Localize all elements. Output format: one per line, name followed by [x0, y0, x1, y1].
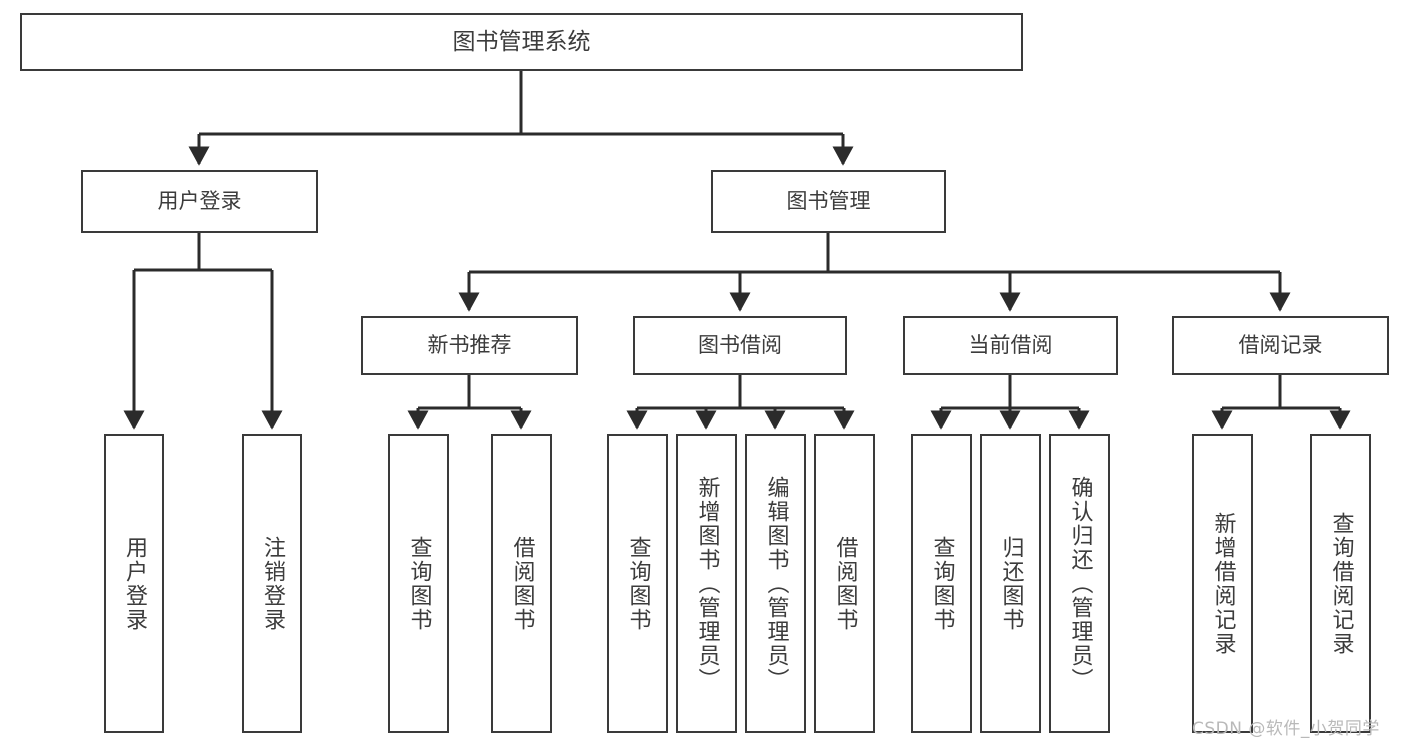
node-label: 新书推荐 [427, 333, 512, 358]
node-borrow-record[interactable]: 借阅记录 [1172, 316, 1389, 375]
node-label: 图书管理 [786, 189, 871, 214]
node-label: 用户登录 [122, 535, 147, 632]
leaf-query-book-current-borrow[interactable]: 查询图书 [911, 434, 972, 733]
leaf-borrow-book-book-borrow[interactable]: 借阅图书 [814, 434, 875, 733]
node-label: 借阅记录 [1238, 333, 1323, 358]
leaf-user-login[interactable]: 用户登录 [104, 434, 164, 733]
node-label: 查询图书 [625, 535, 651, 632]
node-label: 归还图书 [998, 535, 1024, 632]
leaf-query-borrow-record[interactable]: 查询借阅记录 [1310, 434, 1371, 733]
node-book-management[interactable]: 图书管理 [711, 170, 946, 233]
leaf-query-book-book-borrow[interactable]: 查询图书 [607, 434, 668, 733]
leaf-add-borrow-record[interactable]: 新增借阅记录 [1192, 434, 1253, 733]
node-user-login[interactable]: 用户登录 [81, 170, 318, 233]
leaf-add-book-admin[interactable]: 新增图书（管理员） [676, 434, 737, 733]
node-label: 图书管理系统 [452, 28, 591, 55]
leaf-return-book[interactable]: 归还图书 [980, 434, 1041, 733]
node-book-management-system[interactable]: 图书管理系统 [20, 13, 1023, 71]
node-label: 查询图书 [929, 535, 955, 632]
leaf-user-logout[interactable]: 注销登录 [242, 434, 302, 733]
leaf-query-book-new-book-rec[interactable]: 查询图书 [388, 434, 449, 733]
node-label: 用户登录 [157, 189, 242, 214]
node-current-borrow[interactable]: 当前借阅 [903, 316, 1118, 375]
node-label: 查询图书 [406, 535, 432, 632]
node-label: 查询借阅记录 [1328, 511, 1354, 656]
leaf-borrow-book-new-book-rec[interactable]: 借阅图书 [491, 434, 552, 733]
node-label: 借阅图书 [509, 535, 535, 632]
node-book-borrow[interactable]: 图书借阅 [633, 316, 847, 375]
node-label: 注销登录 [260, 535, 285, 632]
leaf-edit-book-admin[interactable]: 编辑图书（管理员） [745, 434, 806, 733]
node-label: 图书借阅 [698, 333, 782, 358]
node-label: 当前借阅 [968, 333, 1053, 358]
node-label: 新增图书（管理员） [694, 475, 720, 692]
leaf-confirm-return-admin[interactable]: 确认归还（管理员） [1049, 434, 1110, 733]
node-label: 借阅图书 [832, 535, 858, 632]
csdn-watermark: CSDN @软件_小贺同学 [1192, 719, 1380, 739]
node-label: 编辑图书（管理员） [763, 475, 789, 692]
node-label: 新增借阅记录 [1210, 511, 1236, 656]
node-label: 确认归还（管理员） [1067, 475, 1093, 692]
node-new-book-recommendation[interactable]: 新书推荐 [361, 316, 578, 375]
